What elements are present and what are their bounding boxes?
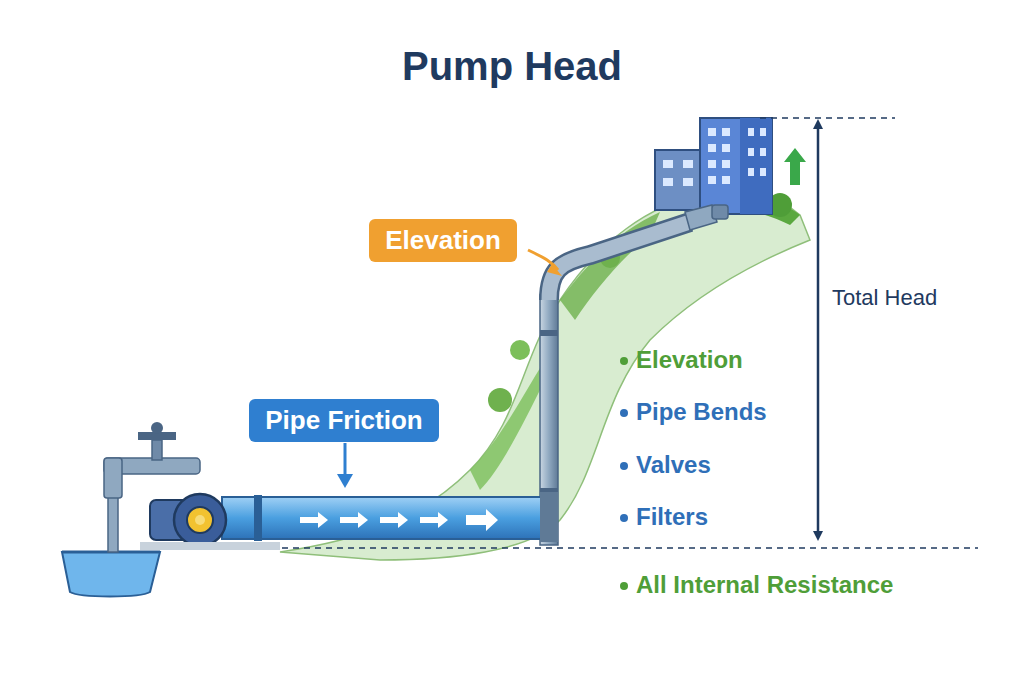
friction-callout: Pipe Friction <box>249 399 438 442</box>
diagram-title: Pump Head <box>402 44 622 89</box>
elevation-callout: Elevation <box>369 219 517 262</box>
bullet-item: Pipe Bends <box>636 398 767 426</box>
callout-text: Pipe Friction <box>265 405 422 435</box>
bullet-item: Valves <box>636 451 711 479</box>
bullet-item: Elevation <box>636 346 743 374</box>
bullet-item: All Internal Resistance <box>636 571 893 599</box>
callout-text: Elevation <box>385 225 501 255</box>
total-head-label: Total Head <box>830 285 939 311</box>
bullet-item: Filters <box>636 503 708 531</box>
